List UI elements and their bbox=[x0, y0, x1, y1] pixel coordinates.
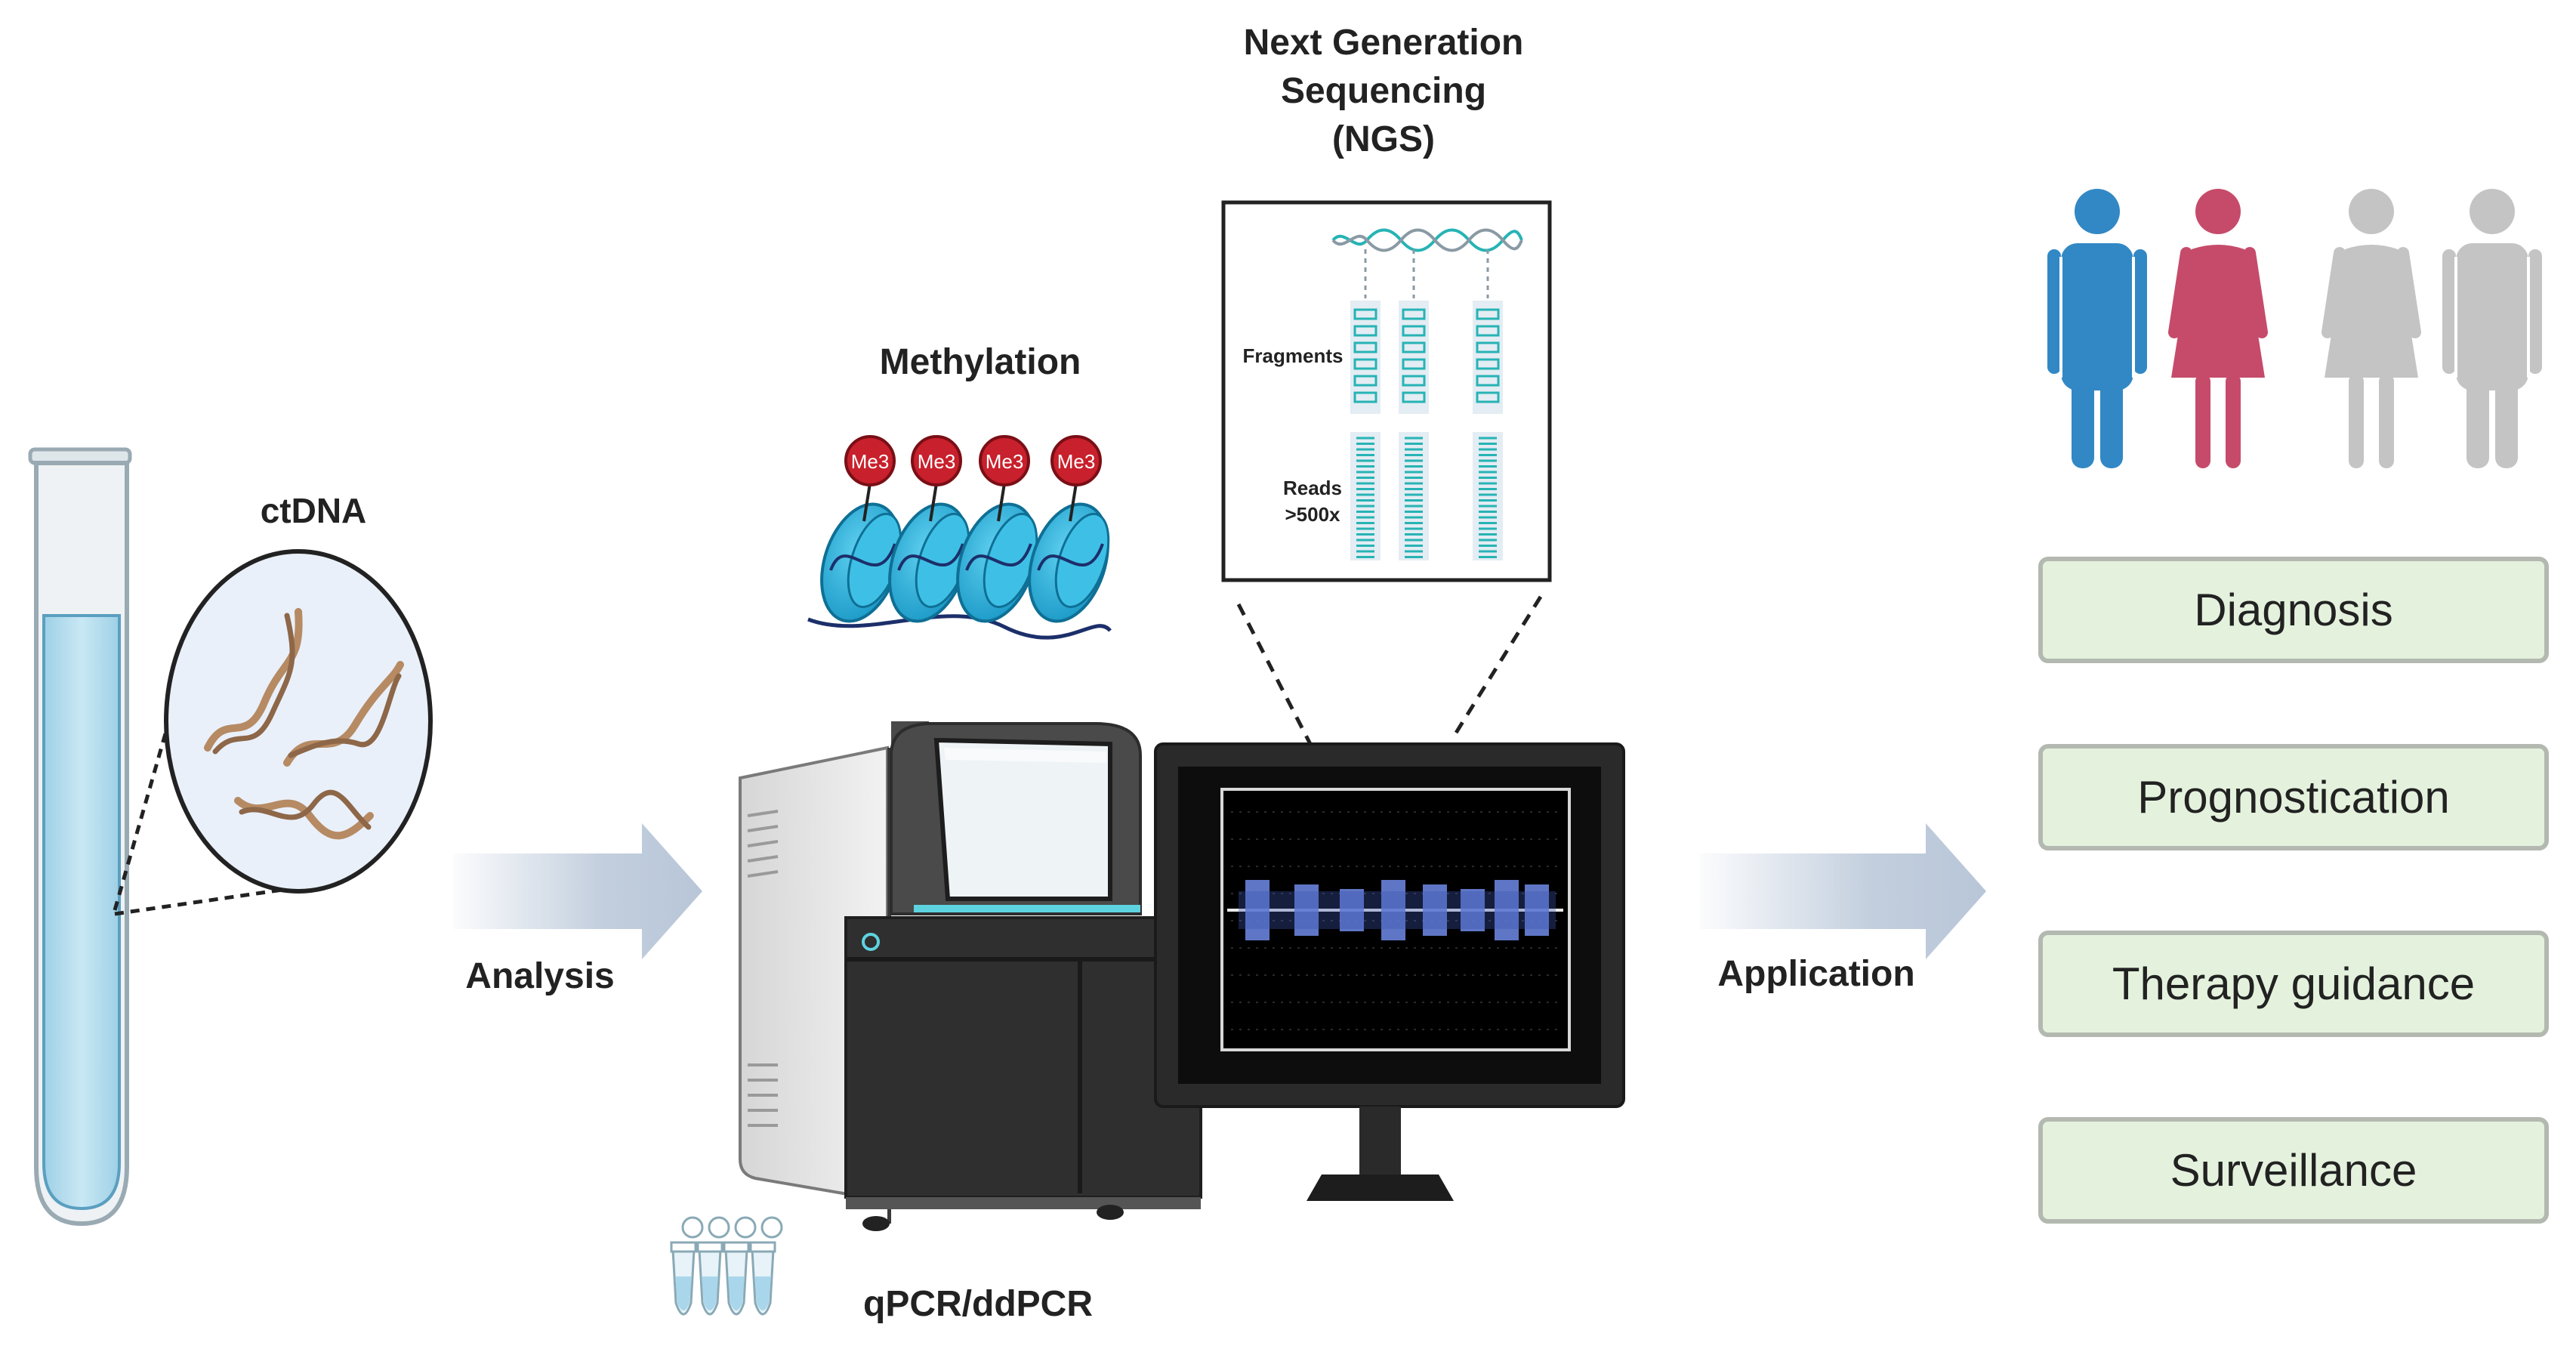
signal-peak bbox=[1381, 880, 1405, 940]
test-tube-icon bbox=[28, 447, 132, 1227]
pcr-tube bbox=[723, 1216, 757, 1316]
ngs-title: Next Generation Sequencing (NGS) bbox=[1244, 23, 1524, 159]
ctdna-zoom-circle bbox=[164, 549, 433, 894]
pcr-tubes-icon bbox=[670, 1216, 783, 1316]
application-box-label: Therapy guidance bbox=[2112, 958, 2475, 1009]
signal-peak bbox=[1245, 880, 1269, 940]
signal-peak bbox=[1495, 880, 1519, 940]
methylation-label: Methylation bbox=[880, 342, 1081, 382]
nucleosome-icon: Me3 Me3 Me3 Me3 bbox=[807, 435, 1112, 640]
fragments-label: Fragments bbox=[1243, 344, 1344, 367]
sequencing-signal bbox=[1227, 811, 1563, 1030]
ngs-column bbox=[1473, 249, 1503, 560]
signal-peak bbox=[1525, 884, 1549, 936]
person-icon bbox=[2047, 189, 2147, 468]
reads-label-line1: Reads bbox=[1283, 477, 1342, 499]
dna-strand-icon bbox=[1331, 228, 1523, 252]
person-icon bbox=[2321, 189, 2421, 468]
application-box-label: Diagnosis bbox=[2194, 585, 2392, 635]
application-box-label: Surveillance bbox=[2170, 1145, 2417, 1196]
ctdna-label: ctDNA bbox=[261, 491, 367, 530]
analysis-label: Analysis bbox=[465, 956, 614, 996]
methyl-tag: Me3 bbox=[911, 435, 962, 522]
application-box: Therapy guidance bbox=[2038, 931, 2549, 1037]
application-box-label: Prognostication bbox=[2137, 772, 2450, 823]
ngs-inset: Fragments Reads >500x bbox=[1221, 200, 1552, 582]
signal-peak bbox=[1294, 884, 1319, 936]
ngs-column bbox=[1399, 249, 1429, 560]
application-box: Surveillance bbox=[2038, 1117, 2549, 1224]
ngs-title-line1: Next Generation bbox=[1244, 23, 1524, 63]
ngs-title-line3: (NGS) bbox=[1332, 119, 1435, 159]
zoom-line-top bbox=[113, 709, 174, 911]
application-box: Prognostication bbox=[2038, 744, 2549, 850]
zoom-line-right bbox=[1452, 595, 1543, 738]
analysis-arrow bbox=[453, 823, 702, 959]
methyl-tag-label: Me3 bbox=[986, 450, 1024, 473]
ngs-title-line2: Sequencing bbox=[1281, 71, 1486, 111]
person-icon bbox=[2168, 189, 2268, 468]
sequencer-icon bbox=[739, 721, 1202, 1231]
methyl-tag: Me3 bbox=[979, 435, 1030, 522]
pcr-tube bbox=[749, 1216, 783, 1316]
monitor-icon bbox=[1154, 742, 1625, 1201]
ngs-column bbox=[1350, 249, 1381, 560]
signal-peak bbox=[1461, 889, 1485, 931]
nucleosome bbox=[888, 502, 970, 623]
reads-label-line2: >500x bbox=[1285, 503, 1340, 526]
nucleosome bbox=[820, 502, 902, 623]
application-label: Application bbox=[1717, 954, 1914, 994]
methyl-tag-label: Me3 bbox=[918, 450, 956, 473]
dna-icon bbox=[204, 608, 404, 840]
pcr-tube bbox=[696, 1216, 730, 1316]
person-icon bbox=[2442, 189, 2542, 468]
application-box: Diagnosis bbox=[2038, 557, 2549, 663]
people-group bbox=[2047, 189, 2542, 468]
methyl-tag: Me3 bbox=[1050, 435, 1102, 522]
zoom-line-bottom bbox=[114, 885, 299, 916]
methyl-tag-label: Me3 bbox=[851, 450, 890, 473]
methyl-tag-label: Me3 bbox=[1057, 450, 1096, 473]
pcr-label: qPCR/ddPCR bbox=[863, 1284, 1093, 1324]
nucleosome bbox=[956, 502, 1038, 623]
pcr-tube bbox=[670, 1216, 704, 1316]
ngs-columns bbox=[1350, 249, 1503, 560]
application-arrow bbox=[1699, 823, 1986, 959]
methyl-tag: Me3 bbox=[844, 435, 896, 522]
nucleosome bbox=[1028, 502, 1110, 623]
signal-peak bbox=[1423, 884, 1447, 936]
zoom-line-left bbox=[1236, 603, 1313, 745]
signal-peak bbox=[1340, 889, 1364, 931]
